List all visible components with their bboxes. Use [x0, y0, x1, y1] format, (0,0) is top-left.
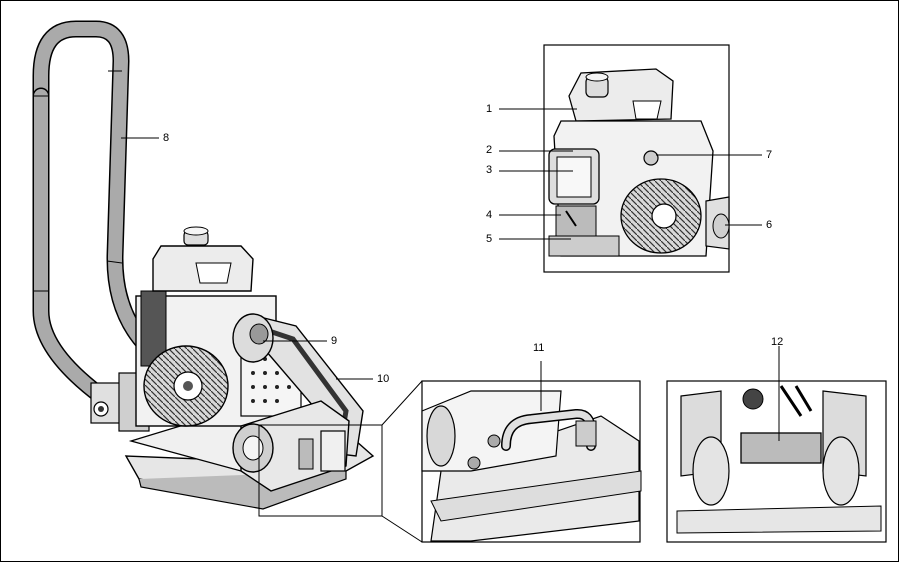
zoom-lines [258, 380, 423, 543]
recoil-starter [143, 345, 229, 427]
main-machine [32, 20, 375, 510]
handle-detail [421, 380, 642, 543]
label-3: 3 [486, 164, 493, 176]
shaft-detail [666, 380, 887, 543]
label-7: 7 [766, 149, 773, 161]
fuel-tank [152, 226, 254, 292]
handle-pivot [90, 372, 150, 432]
label-8: 8 [163, 132, 170, 144]
label-11: 11 [533, 342, 545, 354]
clutch-cover [232, 313, 274, 363]
label-1: 1 [486, 103, 493, 115]
leader-lines [121, 108, 780, 441]
label-10: 10 [377, 373, 390, 385]
label-12: 12 [771, 336, 784, 348]
label-6: 6 [766, 219, 773, 231]
label-5: 5 [486, 233, 493, 245]
label-9: 9 [331, 335, 338, 347]
label-4: 4 [486, 209, 493, 221]
exciter-housing [232, 400, 350, 492]
label-2: 2 [486, 144, 493, 156]
handle-bar [32, 20, 170, 405]
engine-detail [543, 44, 730, 273]
